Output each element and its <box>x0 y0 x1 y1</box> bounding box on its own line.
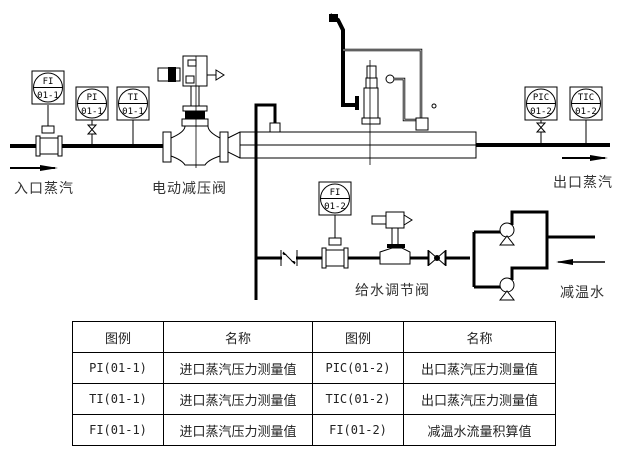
legend-code: TI(01-1) <box>72 383 164 415</box>
legend-row: TI(01-1) 进口蒸汽压力测量值 TIC(01-2) 出口蒸汽压力测量值 <box>72 383 556 415</box>
legend-desc: 进口蒸汽压力测量值 <box>163 352 313 384</box>
inlet-steam-label: 入口蒸汽 <box>14 181 74 197</box>
legend-code: TIC(01-2) <box>312 383 404 415</box>
inlet-flow-arrow <box>10 165 58 171</box>
legend-header: 名称 <box>163 321 313 353</box>
instrument-loop-number: 01-2 <box>575 107 597 117</box>
instrument-loop-number: 01-1 <box>122 107 144 117</box>
legend-header: 图例 <box>312 321 404 353</box>
feedwater-control-valve[interactable] <box>371 211 413 265</box>
water-injection-line <box>254 103 281 300</box>
instrument-loop-number: 01-1 <box>37 91 59 101</box>
desuperheater-body <box>227 131 477 159</box>
instrument-loop-number: 01-2 <box>324 202 346 212</box>
legend-row: FI(01-1) 进口蒸汽压力测量值 FI(01-2) 减温水流量积算值 <box>72 414 556 446</box>
desuperheating-nozzle-assembly[interactable] <box>328 13 437 165</box>
instrument-loop-number: 01-1 <box>81 107 103 117</box>
legend-code: PI(01-1) <box>72 352 164 384</box>
instrument-tag: TI <box>128 93 139 103</box>
instrument-tag: TIC <box>578 93 594 103</box>
legend-table: 图例 名称 图例 名称 PI(01-1) 进口蒸汽压力测量值 PIC(01-2)… <box>72 321 556 446</box>
inlet-flow-meter[interactable] <box>35 105 63 157</box>
instrument-pi-01-1[interactable]: PI 01-1 <box>75 86 109 121</box>
legend-header: 图例 <box>72 321 164 353</box>
electric-pressure-reducing-valve[interactable] <box>157 55 229 168</box>
legend-header: 名称 <box>403 321 556 353</box>
legend-row: PI(01-1) 进口蒸汽压力测量值 PIC(01-2) 出口蒸汽压力测量值 <box>72 352 556 384</box>
legend-code: FI(01-2) <box>312 414 404 446</box>
pic-root-valve[interactable] <box>535 116 547 145</box>
legend-header-row: 图例 名称 图例 名称 <box>72 321 556 353</box>
instrument-ti-01-1[interactable]: TI 01-1 <box>116 86 150 121</box>
instrument-pic-01-2[interactable]: PIC 01-2 <box>524 86 558 121</box>
outlet-flow-arrow <box>562 155 608 161</box>
desuperheating-water-pumps[interactable] <box>474 210 595 301</box>
legend-desc: 进口蒸汽压力测量值 <box>163 383 313 415</box>
instrument-tag: PIC <box>533 93 549 103</box>
legend-code: FI(01-1) <box>72 414 164 446</box>
check-valve[interactable] <box>280 250 298 266</box>
legend-desc: 出口蒸汽压力测量值 <box>403 383 556 415</box>
pi-root-valve[interactable] <box>86 120 98 146</box>
feedwater-flow-meter[interactable] <box>321 214 349 269</box>
water-flow-arrow <box>556 259 605 265</box>
instrument-tag: PI <box>87 93 98 103</box>
legend-desc: 出口蒸汽压力测量值 <box>403 352 556 384</box>
instrument-tag: FI <box>43 77 54 87</box>
instrument-tag: FI <box>330 188 341 198</box>
instrument-fi-01-2[interactable]: FI 01-2 <box>318 181 352 216</box>
legend-desc: 减温水流量积算值 <box>403 414 556 446</box>
instrument-loop-number: 01-2 <box>530 107 552 117</box>
instrument-tic-01-2[interactable]: TIC 01-2 <box>569 86 603 121</box>
process-flow-diagram: FI 01-1 PI 01-1 TI 01-1 PIC 01-2 TIC 01-2 FI 0… <box>10 13 610 301</box>
instrument-fi-01-1[interactable]: FI 01-1 <box>31 70 65 105</box>
gate-valve[interactable] <box>427 249 447 267</box>
legend-desc: 进口蒸汽压力测量值 <box>163 414 313 446</box>
feedwater-valve-label: 给水调节阀 <box>355 283 430 299</box>
legend-code: PIC(01-2) <box>312 352 404 384</box>
outlet-steam-label: 出口蒸汽 <box>553 175 613 191</box>
pressure-reducing-valve-label: 电动减压阀 <box>152 181 227 197</box>
desuperheating-water-label: 减温水 <box>560 285 605 301</box>
